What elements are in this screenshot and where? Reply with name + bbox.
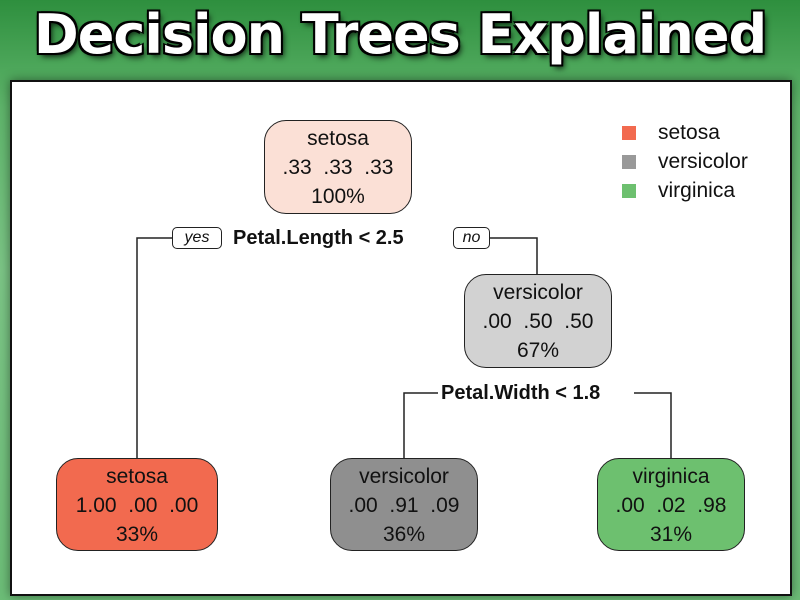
split-right-label: Petal.Width < 1.8: [438, 381, 604, 405]
leaf-versicolor-class: versicolor: [359, 465, 449, 488]
root-node-probs: .33 .33 .33: [282, 156, 394, 179]
right-node-class: versicolor: [493, 281, 583, 304]
leaf-versicolor-probs: .00 .91 .09: [348, 494, 460, 517]
right-node: versicolor .00 .50 .50 67%: [464, 274, 612, 368]
leaf-setosa-percent: 33%: [115, 523, 159, 546]
leaf-virginica: virginica .00 .02 .98 31%: [597, 458, 745, 551]
leaf-versicolor: versicolor .00 .91 .09 36%: [330, 458, 478, 551]
leaf-virginica-probs: .00 .02 .98: [615, 494, 727, 517]
root-node-class: setosa: [307, 127, 369, 150]
leaf-versicolor-percent: 36%: [382, 523, 426, 546]
split-root-label: Petal.Length < 2.5: [230, 226, 407, 250]
yes-tag: yes: [172, 227, 222, 249]
tree-panel: setosa .33 .33 .33 100% yes Petal.Length…: [10, 80, 792, 596]
legend-label-virginica: virginica: [658, 179, 736, 202]
root-node-percent: 100%: [311, 185, 365, 208]
headline-title: Decision Trees Explained: [33, 3, 767, 66]
right-node-percent: 67%: [516, 339, 560, 362]
edge-right-to-versicolor: [403, 392, 442, 459]
tree-edges: [136, 237, 672, 459]
edge-root-to-left: [136, 237, 186, 459]
edge-right-to-virginica: [634, 392, 672, 459]
legend-swatch-versicolor: [622, 155, 636, 169]
leaf-virginica-class: virginica: [632, 465, 710, 488]
legend-swatch-setosa: [622, 126, 636, 140]
leaf-setosa: setosa 1.00 .00 .00 33%: [56, 458, 218, 551]
root-node: setosa .33 .33 .33 100%: [264, 120, 412, 214]
legend-label-setosa: setosa: [658, 121, 720, 144]
leaf-setosa-probs: 1.00 .00 .00: [75, 494, 199, 517]
leaf-setosa-class: setosa: [106, 465, 168, 488]
leaf-virginica-percent: 31%: [649, 523, 693, 546]
no-tag: no: [453, 227, 490, 249]
legend-swatch-virginica: [622, 184, 636, 198]
right-node-probs: .00 .50 .50: [482, 310, 594, 333]
edge-root-to-right: [490, 237, 538, 274]
legend-label-versicolor: versicolor: [658, 150, 748, 173]
